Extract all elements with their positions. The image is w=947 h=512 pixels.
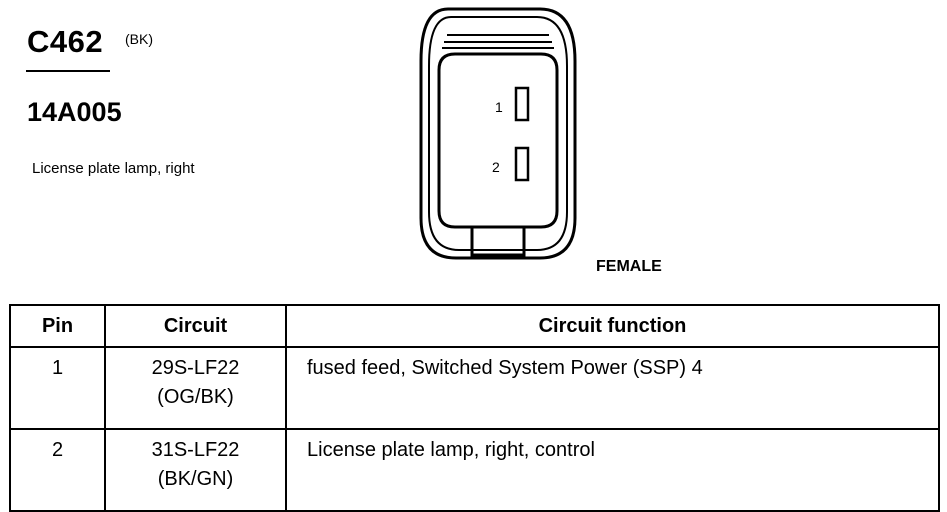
pin-1-label: 1 <box>495 99 503 115</box>
connector-id: C462 <box>27 24 104 59</box>
circuit-column-header: Circuit <box>104 304 287 348</box>
circuit-cell: 31S-LF22 (BK/GN) <box>104 428 287 512</box>
table-row: 2 31S-LF22 (BK/GN) License plate lamp, r… <box>9 428 940 512</box>
circuit-cell: 29S-LF22 (OG/BK) <box>104 346 287 430</box>
connector-gender-label: FEMALE <box>596 258 662 275</box>
table-row: 1 29S-LF22 (OG/BK) fused feed, Switched … <box>9 346 940 430</box>
wire-color: (BK/GN) <box>157 468 234 490</box>
pin-2-terminal <box>514 146 530 182</box>
connector-description: License plate lamp, right <box>32 160 195 177</box>
connector-key-tab <box>470 227 526 257</box>
pin-circuit-table: Pin Circuit Circuit function 1 29S-LF22 … <box>9 304 940 512</box>
connector-outer-housing <box>419 7 577 260</box>
part-number: 14A005 <box>27 97 122 127</box>
connector-color-code: (BK) <box>125 31 153 47</box>
pin-column-header: Pin <box>9 304 106 348</box>
pin-1-terminal <box>514 86 530 122</box>
connector-inner-housing <box>428 16 568 251</box>
circuit-function-cell: fused feed, Switched System Power (SSP) … <box>285 346 940 430</box>
pin-2-label: 2 <box>492 159 500 175</box>
table-header-row: Pin Circuit Circuit function <box>9 304 940 348</box>
pin-cell: 1 <box>9 346 106 430</box>
wire-color: (OG/BK) <box>157 386 234 408</box>
connector-id-underline <box>26 70 110 72</box>
pin-cell: 2 <box>9 428 106 512</box>
connector-face-diagram: 1 2 <box>419 7 577 260</box>
circuit-number: 31S-LF22 <box>151 439 240 461</box>
pin-cavity-block <box>437 52 559 229</box>
circuit-function-column-header: Circuit function <box>285 304 940 348</box>
circuit-function-cell: License plate lamp, right, control <box>285 428 940 512</box>
circuit-number: 29S-LF22 <box>151 357 240 379</box>
